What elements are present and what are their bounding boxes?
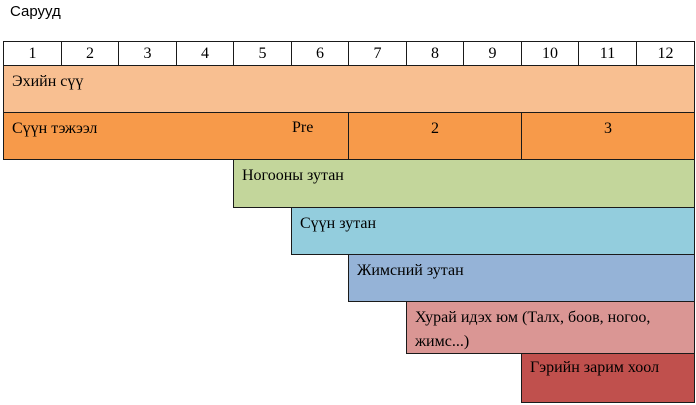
row-fruit-puree-label: Жимсний зутан (357, 262, 464, 279)
row-milk-porridge: Сүүн зутан (291, 207, 695, 255)
formula-stage-2: 2 (431, 120, 439, 137)
row-breast-milk: Эхийн сүү (3, 65, 695, 113)
month-5: 5 (233, 41, 292, 66)
formula-stage-3: 3 (604, 120, 612, 137)
page-title: Сарууд (10, 3, 61, 20)
month-7: 7 (348, 41, 407, 66)
formula-stage-3-cell: 3 (521, 112, 695, 160)
month-1: 1 (3, 41, 62, 66)
row-solid-food: Хурай идэх юм (Талх, боов, ногоо, жимс..… (406, 301, 695, 354)
month-10: 10 (521, 41, 579, 66)
row-family-food-label: Гэрийн зарим хоол (530, 359, 660, 376)
formula-stage-2-cell: 2 (348, 112, 522, 160)
month-4: 4 (176, 41, 234, 66)
month-9: 9 (463, 41, 522, 66)
month-2: 2 (61, 41, 119, 66)
month-12: 12 (636, 41, 695, 66)
row-milk-porridge-label: Сүүн зутан (300, 215, 377, 232)
row-fruit-puree: Жимсний зутан (348, 254, 695, 302)
row-formula-label: Сүүн тэжээл (12, 120, 98, 137)
row-green-puree-label: Ногооны зутан (242, 167, 344, 184)
formula-stage-pre: Pre (292, 119, 314, 136)
row-formula: Сүүн тэжээл Pre (3, 112, 349, 160)
row-family-food: Гэрийн зарим хоол (521, 353, 695, 403)
row-solid-food-label: Хурай идэх юм (Талх, боов, ногоо, жимс..… (415, 309, 651, 350)
row-breast-milk-label: Эхийн сүү (12, 73, 84, 90)
month-11: 11 (578, 41, 637, 66)
month-3: 3 (118, 41, 177, 66)
month-6: 6 (291, 41, 349, 66)
month-8: 8 (406, 41, 464, 66)
row-green-puree: Ногооны зутан (233, 159, 695, 208)
